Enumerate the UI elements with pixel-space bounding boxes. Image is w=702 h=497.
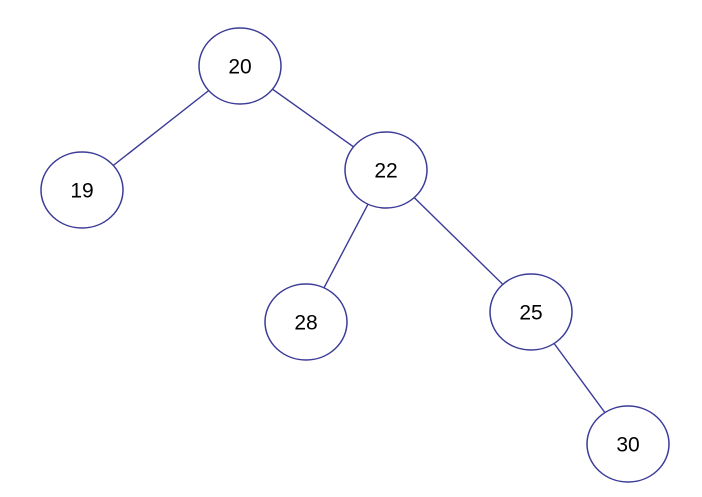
tree-node-label: 30	[616, 434, 639, 457]
tree-node-circle	[198, 27, 282, 105]
tree-node-20: 20	[198, 27, 282, 105]
tree-node-circle	[489, 273, 573, 351]
tree-node-label: 22	[374, 160, 397, 183]
tree-node-circle	[586, 405, 670, 483]
tree-node-25: 25	[489, 273, 573, 351]
tree-node-30: 30	[586, 405, 670, 483]
tree-node-circle	[264, 283, 348, 361]
tree-node-circle	[344, 131, 428, 209]
tree-node-label: 25	[519, 302, 542, 325]
tree-node-label: 28	[294, 312, 317, 335]
tree-node-label: 19	[70, 180, 93, 203]
tree-node-circle	[40, 151, 124, 229]
tree-node-28: 28	[264, 283, 348, 361]
tree-node-19: 19	[40, 151, 124, 229]
tree-node-22: 22	[344, 131, 428, 209]
tree-node-label: 20	[228, 56, 251, 79]
